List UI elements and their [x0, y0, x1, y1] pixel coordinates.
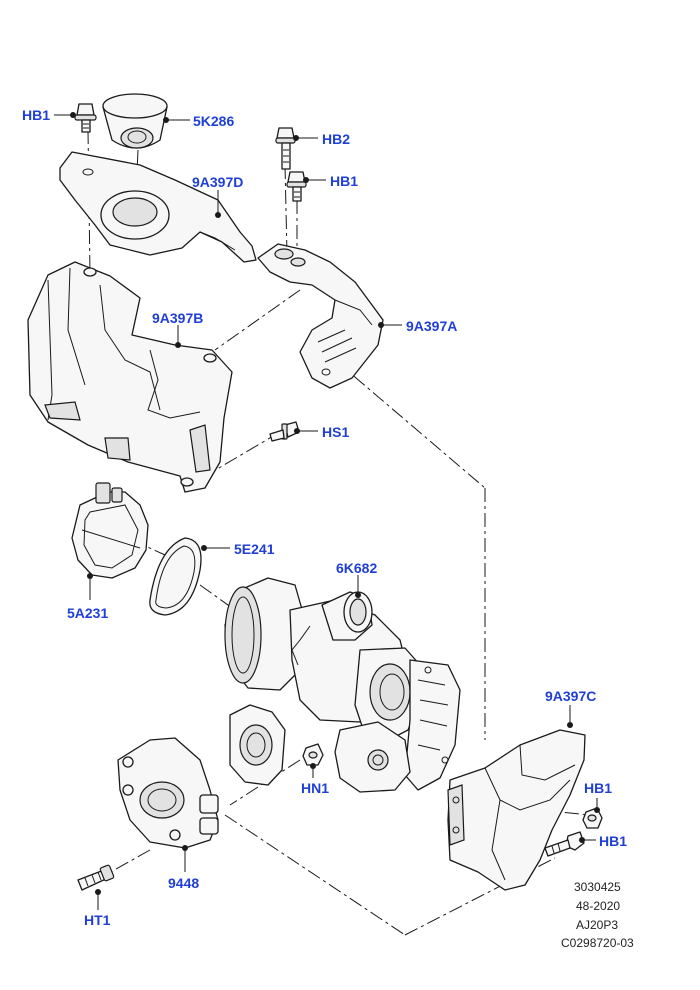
- heat-shield-9a397a: [257, 243, 384, 389]
- callout-6k682: 6K682: [336, 560, 377, 576]
- callout-5a231: 5A231: [67, 605, 108, 621]
- turbocharger-6k682: [224, 577, 461, 793]
- callout-9a397b: 9A397B: [152, 310, 203, 326]
- bolt-hb1-top: [74, 103, 97, 133]
- callout-5e241: 5E241: [234, 541, 275, 557]
- callout-hb1-right-upper: HB1: [584, 780, 612, 796]
- callout-9a397a: 9A397A: [406, 318, 457, 334]
- nut-hn1: [302, 743, 324, 766]
- ref-code-1: 3030425: [574, 880, 621, 894]
- bolt-hb2: [275, 127, 296, 170]
- heat-shield-9a397d: [59, 151, 257, 263]
- callout-9448: 9448: [168, 875, 199, 891]
- callout-hb1-right-lower: HB1: [599, 833, 627, 849]
- bolt-hb1-right-lower: [544, 831, 585, 857]
- callout-9a397c: 9A397C: [545, 688, 596, 704]
- bolt-hb1-mid: [286, 171, 307, 202]
- reference-codes: 3030425 48-2020 AJ20P3 C0298720-03: [561, 880, 634, 950]
- callout-hn1: HN1: [301, 780, 329, 796]
- ref-code-3: AJ20P3: [576, 918, 618, 932]
- callout-hb1-top: HB1: [22, 107, 50, 123]
- clamp-5a231: [71, 482, 149, 579]
- callout-hs1: HS1: [322, 424, 349, 440]
- ref-code-2: 48-2020: [576, 899, 620, 913]
- callout-5k286: 5K286: [193, 113, 234, 129]
- callout-labels: HB1 5K286 HB2 HB1 9A397D 9A397B 9A397A H…: [22, 107, 627, 928]
- grommet-5k286: [102, 93, 168, 149]
- callout-9a397d: 9A397D: [192, 174, 243, 190]
- gasket-5e241: [149, 537, 202, 616]
- heat-shield-9a397b: [27, 261, 233, 493]
- callout-hb1-mid: HB1: [330, 173, 358, 189]
- stud-ht1: [77, 864, 115, 891]
- callout-hb2: HB2: [322, 131, 350, 147]
- spacer-9448: [117, 737, 219, 849]
- callout-ht1: HT1: [84, 912, 111, 928]
- leader-lines: [54, 112, 600, 910]
- ref-code-4: C0298720-03: [561, 936, 634, 950]
- heat-shield-9a397c: [447, 729, 586, 891]
